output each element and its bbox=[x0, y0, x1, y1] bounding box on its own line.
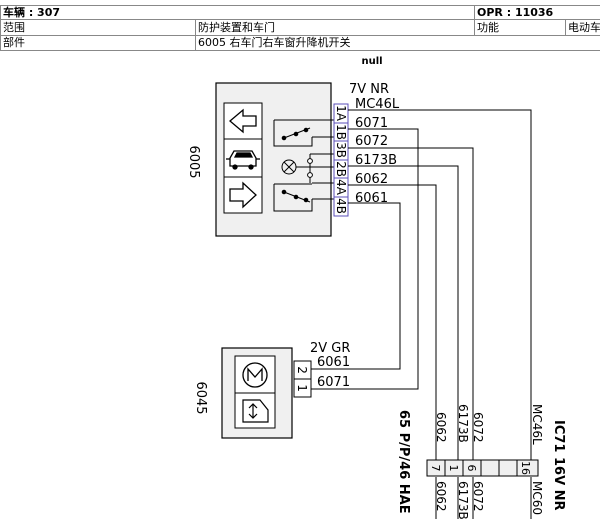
bottom-wire-label-lower: MC60 bbox=[530, 481, 544, 515]
switch-pin: 1B bbox=[334, 124, 348, 140]
function-value: 电动车 bbox=[568, 21, 600, 34]
wire-label-mc46l: MC46L bbox=[355, 97, 400, 112]
motor-pin: 2 bbox=[295, 366, 309, 374]
motor-icon bbox=[242, 362, 268, 388]
motor-id: 6045 bbox=[193, 381, 208, 414]
switch-connector bbox=[333, 103, 349, 217]
bottom-pin: 1 bbox=[447, 465, 460, 472]
motor-pin: 1 bbox=[295, 384, 309, 392]
switch-pin: 1A bbox=[334, 105, 348, 122]
bottom-wire-label: 6173B bbox=[456, 404, 470, 443]
switch-6005: 6005 bbox=[186, 82, 349, 237]
switch-id: 6005 bbox=[186, 145, 201, 178]
vehicle-label: 车辆 : 307 bbox=[3, 6, 61, 19]
bottom-connector: 7 1 6 16 bbox=[426, 459, 539, 477]
range-value: 防护装置和车门 bbox=[198, 21, 275, 34]
range-label: 范围 bbox=[3, 21, 25, 34]
harness-right-label: IC71 16V NR bbox=[551, 420, 566, 511]
switch-contacts bbox=[273, 119, 334, 212]
part-label: 部件 bbox=[3, 36, 25, 49]
car-door-icon bbox=[226, 150, 260, 170]
wire-label: 6062 bbox=[355, 172, 388, 187]
motor-wire-label: 6071 bbox=[317, 375, 350, 390]
wire-label: 6061 bbox=[355, 191, 388, 206]
bottom-pin: 7 bbox=[429, 465, 442, 472]
bottom-wire-label-lower: 6173B bbox=[456, 481, 470, 519]
header-table: 车辆 : 307 OPR : 11036 范围 防护装置和车门 功能 电动车 部… bbox=[0, 0, 600, 52]
switch-pin: 4A bbox=[334, 179, 348, 196]
motor-icons bbox=[234, 355, 276, 429]
switch-pin: 2B bbox=[334, 161, 348, 177]
header-grid bbox=[0, 5, 600, 51]
window-up-arrow-icon bbox=[228, 108, 257, 134]
wires bbox=[311, 109, 532, 519]
wire-label: 6173B bbox=[355, 153, 397, 168]
bottom-wire-label: MC46L bbox=[530, 404, 544, 445]
part-value: 6005 右车门右车窗升降机开关 bbox=[198, 36, 351, 49]
harness-left-label: 65 P/P/46 HAE bbox=[396, 410, 411, 514]
switch-pin: 4B bbox=[334, 198, 348, 214]
bottom-wire-label: 6062 bbox=[434, 412, 448, 443]
function-label: 功能 bbox=[477, 21, 499, 34]
bottom-pin: 6 bbox=[465, 465, 478, 472]
window-down-arrow-icon bbox=[229, 181, 257, 209]
null-text: null bbox=[361, 56, 382, 67]
opr-label: OPR : 11036 bbox=[477, 6, 554, 19]
motor-connector-label: 2V GR bbox=[310, 341, 350, 356]
window-glass-icon bbox=[242, 399, 269, 423]
switch-connector-label: 7V NR bbox=[349, 82, 389, 97]
bottom-pin: 16 bbox=[519, 461, 532, 475]
wire-label: 6072 bbox=[355, 134, 388, 149]
wire-label: 6071 bbox=[355, 116, 388, 131]
motor-6045: 6045 2 1 bbox=[193, 347, 312, 439]
bottom-wire-label-lower: 6072 bbox=[471, 481, 485, 512]
motor-wire-label: 6061 bbox=[317, 355, 350, 370]
bottom-wire-label: 6072 bbox=[471, 412, 485, 443]
bottom-wire-label-lower: 6062 bbox=[434, 481, 448, 512]
switch-pin: 3B bbox=[334, 142, 348, 158]
